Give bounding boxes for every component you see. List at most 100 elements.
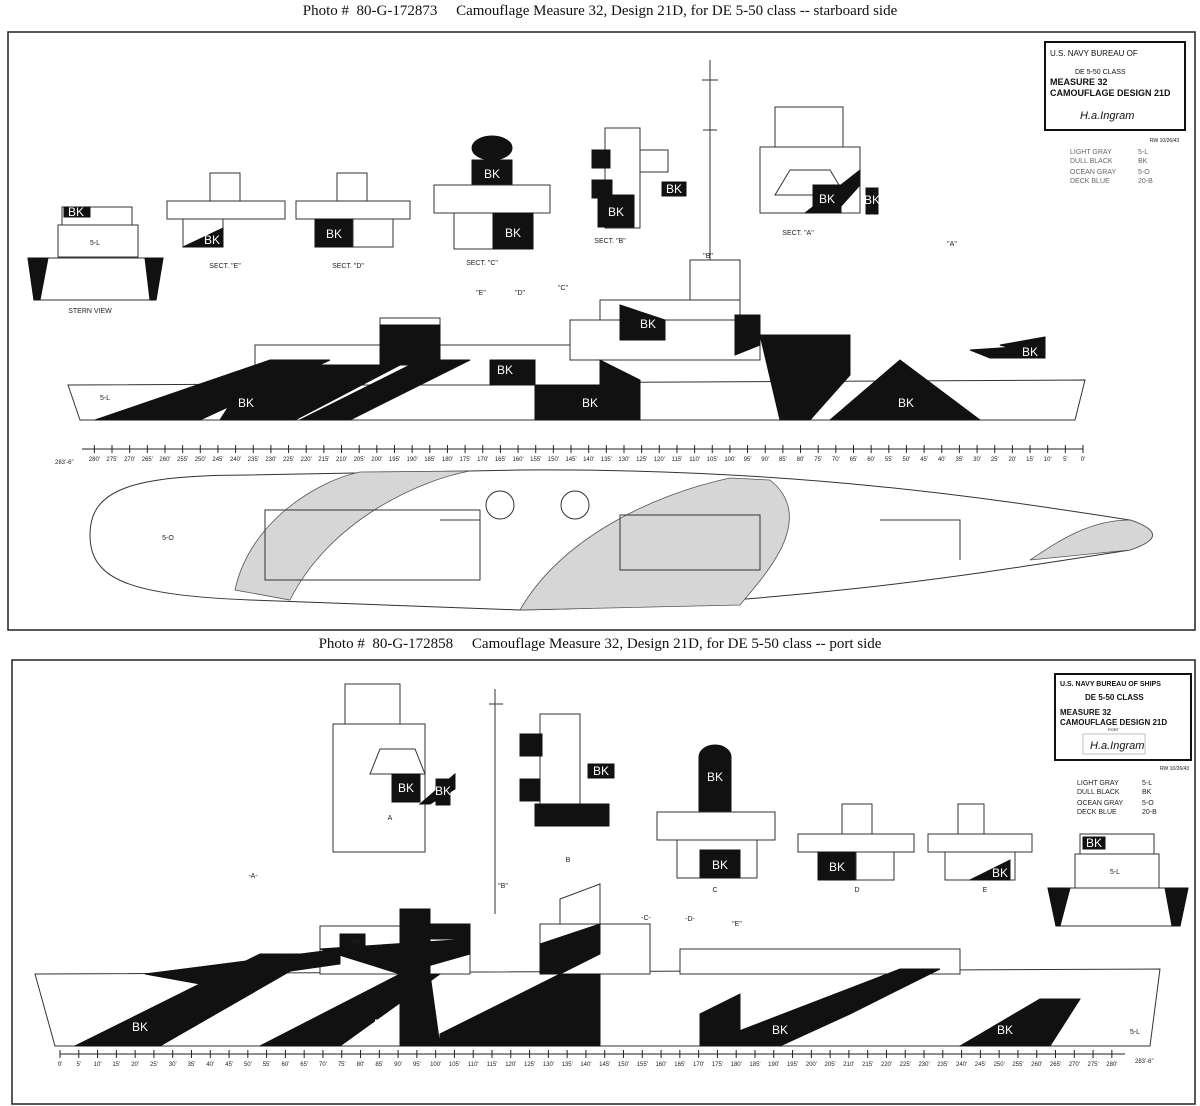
scale-label: 215' [862,1062,873,1068]
section-d: BK SECT. "D" [295,172,411,270]
scale-label: 60' [867,457,875,463]
scale-label: 265' [1050,1062,1061,1068]
svg-text:283'-6": 283'-6" [1135,1059,1154,1065]
scale-label: 50' [244,1062,252,1068]
scale-label: 205' [354,457,365,463]
svg-text:DULL BLACK: DULL BLACK [1070,158,1113,165]
length-scale: 0'5'10'15'20'25'30'35'40'45'50'55'60'65'… [82,445,1085,463]
scale-label: 175' [460,457,471,463]
svg-text:BK: BK [712,858,728,872]
svg-text:BK: BK [204,233,220,247]
svg-text:DULL BLACK: DULL BLACK [1077,789,1120,796]
svg-text:BK: BK [772,1023,788,1037]
starboard-profile: BK BK BK BK BK BK 5-L [67,259,1086,421]
svg-text:U.S. NAVY BUREAU OF: U.S. NAVY BUREAU OF [1050,49,1138,58]
scale-label: 55' [885,457,893,463]
scale-label: 230' [918,1062,929,1068]
svg-text:C: C [712,887,717,894]
svg-text:"C": "C" [558,285,569,292]
scale-label: 25' [991,457,999,463]
scale-label: 190' [768,1062,779,1068]
scale-label: 75' [338,1062,346,1068]
scale-label: 105' [707,457,718,463]
scale-label: 115' [672,457,683,463]
svg-text:-A-: -A- [248,873,258,880]
scale-label: 275' [106,457,117,463]
svg-text:LIGHT GRAY: LIGHT GRAY [1077,780,1119,787]
scale-label: 210' [336,457,347,463]
svg-text:5-O: 5-O [1142,800,1154,807]
section-c: BK BK C [656,744,776,894]
scale-label: 95' [413,1062,421,1068]
length-scale: 0'5'10'15'20'25'30'35'40'45'50'55'60'65'… [58,1050,1125,1068]
scale-label: 270' [124,457,135,463]
scale-label: 230' [265,457,276,463]
svg-text:5-O: 5-O [162,535,174,542]
svg-text:BK: BK [1142,789,1152,796]
scale-label: 75' [814,457,822,463]
scale-label: 110' [689,457,700,463]
scale-label: 260' [159,457,170,463]
svg-text:5-L: 5-L [1138,149,1148,156]
scale-label: 45' [920,457,928,463]
svg-text:SECT. "E": SECT. "E" [209,263,241,270]
svg-text:RW 10/26/43: RW 10/26/43 [1150,138,1179,144]
svg-text:BK: BK [484,167,500,181]
scale-label: 25' [150,1062,158,1068]
svg-text:BK: BK [707,770,723,784]
top-caption: Photo # 80-G-172873 Camouflage Measure 3… [302,3,898,19]
bottom-caption: Photo # 80-G-172858 Camouflage Measure 3… [318,636,882,652]
svg-text:OCEAN GRAY: OCEAN GRAY [1070,169,1116,176]
svg-text:E: E [983,887,988,894]
scale-label: 195' [787,1062,798,1068]
svg-text:BK: BK [374,1017,390,1031]
svg-text:A: A [388,815,393,822]
svg-text:20-B: 20-B [1138,178,1153,185]
scale-label: 40' [938,457,946,463]
scale-label: 50' [903,457,911,463]
scale-label: 265' [142,457,153,463]
section-a: BK BK A [332,683,456,853]
svg-text:BK: BK [238,396,254,410]
svg-text:SECT. "C": SECT. "C" [466,260,498,267]
section-d: BK D [797,803,915,894]
scale-label: 255' [177,457,188,463]
scale-label: 70' [319,1062,327,1068]
scale-label: 280' [89,457,100,463]
scale-label: 245' [975,1062,986,1068]
scale-label: 220' [881,1062,892,1068]
scale-label: 275' [1087,1062,1098,1068]
scale-label: 215' [318,457,329,463]
svg-text:20-B: 20-B [1142,809,1157,816]
svg-text:OCEAN GRAY: OCEAN GRAY [1077,800,1123,807]
scale-label: 255' [1012,1062,1023,1068]
section-e: BK E [927,803,1033,894]
scale-label: 160' [655,1062,666,1068]
scale-label: 155' [530,457,541,463]
scale-label: 175' [712,1062,723,1068]
svg-text:BK: BK [1086,836,1102,850]
scale-label: 85' [375,1062,383,1068]
svg-text:U.S. NAVY BUREAU OF SHIPS: U.S. NAVY BUREAU OF SHIPS [1060,681,1161,688]
svg-text:-D-: -D- [685,916,695,923]
svg-text:BK: BK [864,193,880,207]
scale-label: 200' [806,1062,817,1068]
scale-label: 260' [1031,1062,1042,1068]
svg-text:DE 5-50 CLASS: DE 5-50 CLASS [1085,693,1144,702]
scale-label: 180' [731,1062,742,1068]
svg-text:BK: BK [1022,345,1038,359]
section-b: BK B [519,713,615,864]
scale-label: 200' [371,457,382,463]
svg-text:BK: BK [497,363,513,377]
svg-text:STERN VIEW: STERN VIEW [68,308,112,315]
scale-label: 155' [637,1062,648,1068]
scale-label: 195' [389,457,400,463]
title-block: U.S. NAVY BUREAU OF DE 5-50 CLASS MEASUR… [1044,41,1186,144]
scale-label: 60' [281,1062,289,1068]
scale-label: 135' [562,1062,573,1068]
svg-text:283'-6": 283'-6" [55,460,74,466]
svg-text:"A": "A" [947,241,957,248]
scale-label: 250' [994,1062,1005,1068]
svg-text:BK: BK [398,781,414,795]
svg-text:BK: BK [68,205,84,219]
